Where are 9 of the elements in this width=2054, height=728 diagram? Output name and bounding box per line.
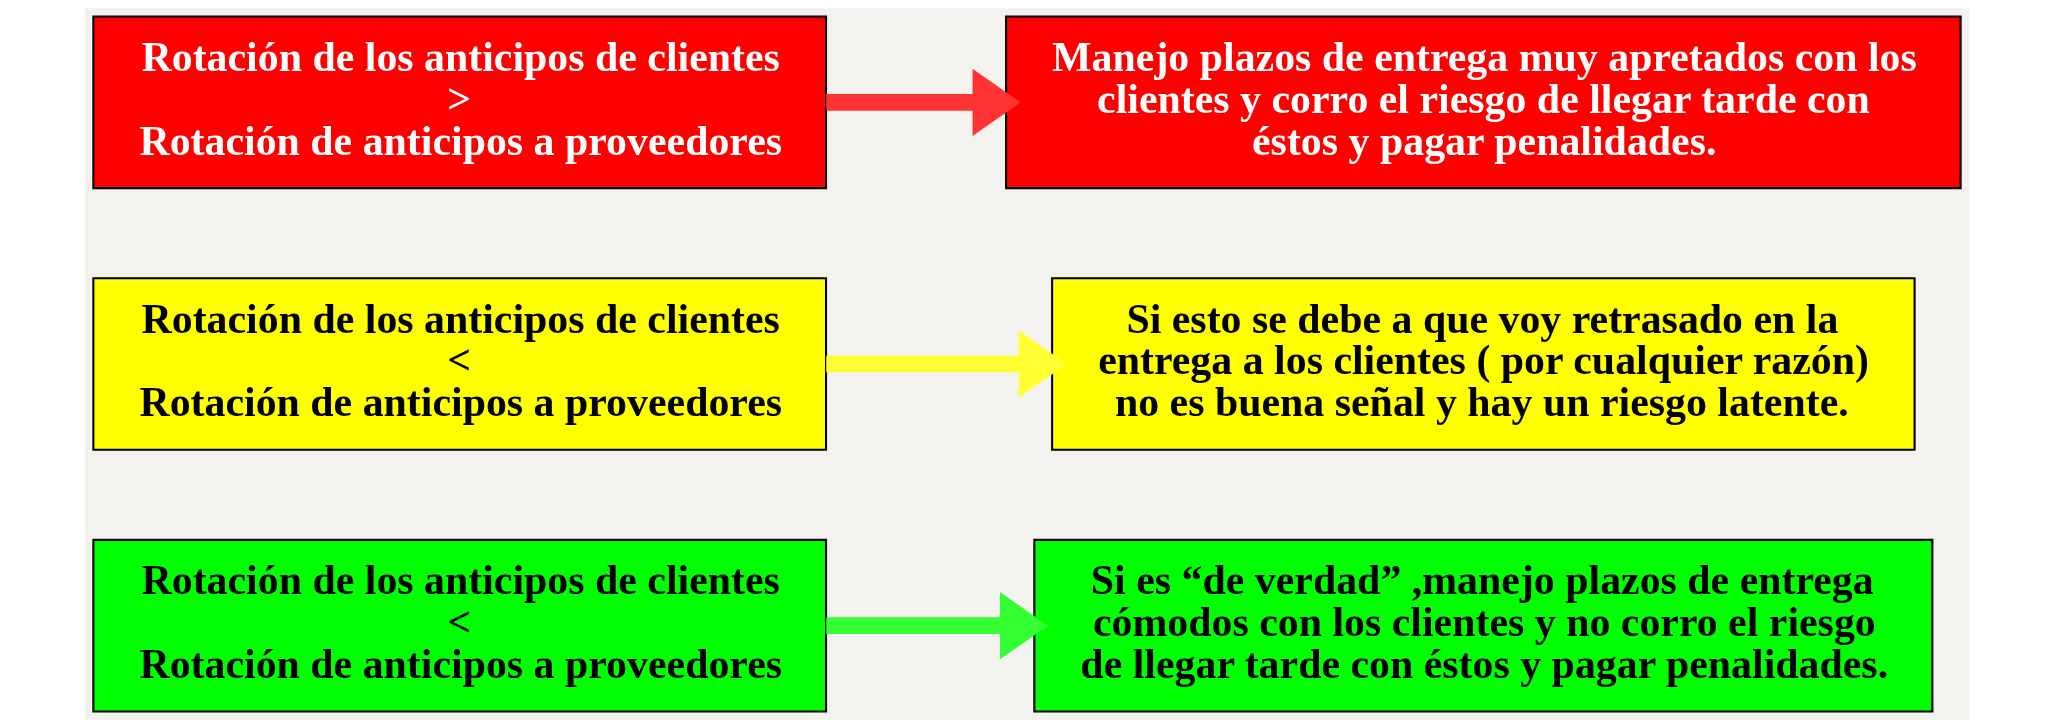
node-box: Manejo plazos de entrega muy apretados con los clientes y corro el riesgo de llegar tarde con éstos y pagar penalidades. xyxy=(1005,15,1962,190)
arrow xyxy=(826,68,1021,136)
node-box: Si esto se debe a que voy retrasado en la entrega a los clientes ( por cualquier razón) no es buena señal y hay un riesgo latente. xyxy=(1051,277,1916,451)
arrow xyxy=(826,592,1049,660)
node-box: Rotación de los anticipos de clientes < Rotación de anticipos a proveedores xyxy=(92,277,828,451)
node-box: Si es “de verdad” ,manejo plazos de entrega cómodos con los clientes y no corro el riesgo de llegar tarde con éstos y pagar penalidades. xyxy=(1033,538,1934,713)
node-box: Rotación de los anticipos de clientes < Rotación de anticipos a proveedores xyxy=(92,538,828,713)
arrow xyxy=(826,330,1067,398)
node-box: Rotación de los anticipos de clientes > Rotación de anticipos a proveedores xyxy=(92,15,828,190)
